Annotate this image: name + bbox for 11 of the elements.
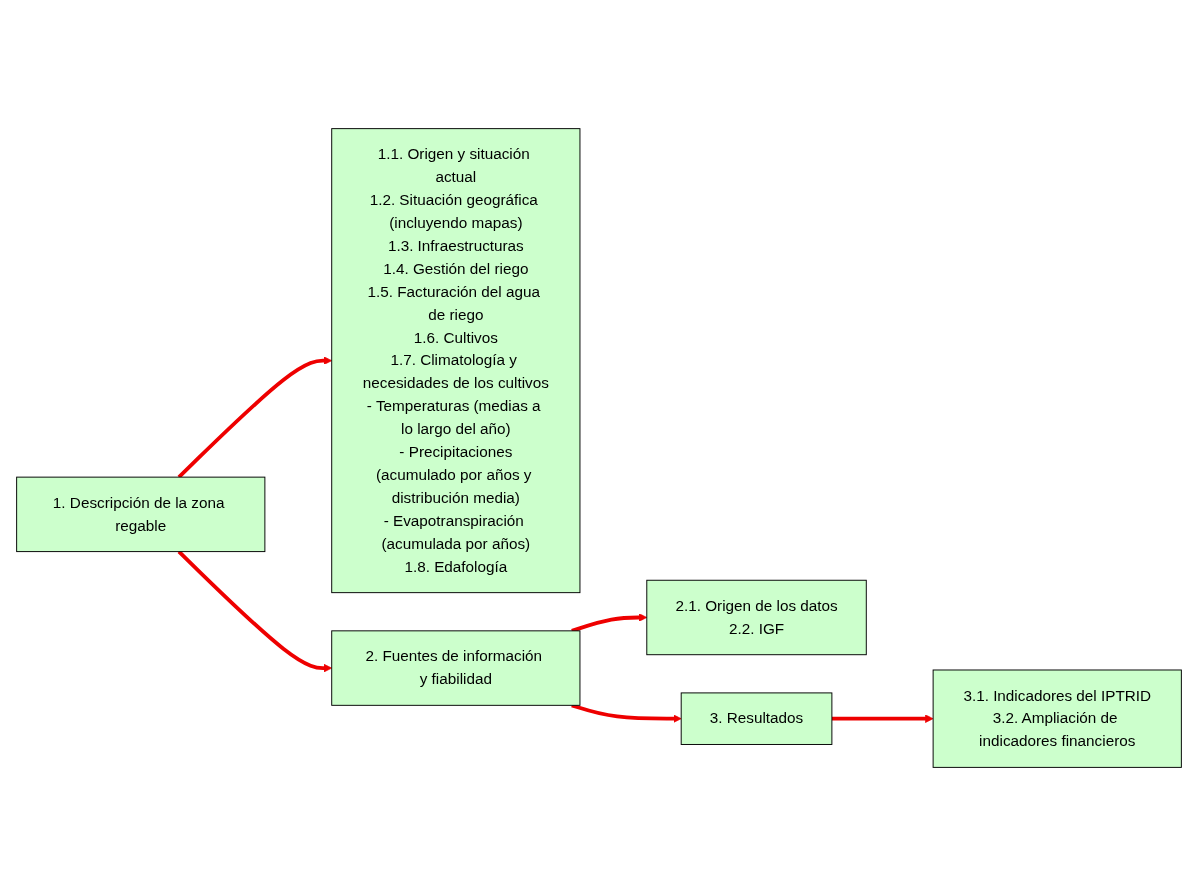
arrow [177,550,332,673]
arrow [570,703,682,723]
node-box: 3. Resultados [680,692,832,745]
arrow [177,356,332,479]
arrow [570,613,647,633]
node-box: 1.1. Origen y situación actual 1.2. Situación geográfica (incluyendo mapas) 1.3. Infraestructuras 1.4. Gestión del riego 1.5. Facturación del agua de riego 1.6. Cultivos 1.7. Climatología y necesidades de los cultivos - Temperaturas (medias a lo largo del año) - Precipitaciones (acumulado por años y distribución media) - Evapotranspiración (acumulada por años) 1.8. Edafología [330,128,580,594]
node-box: 1. Descripción de la zona regable [15,476,265,553]
node-box: 2. Fuentes de información y fiabilidad [330,630,580,706]
node-box: 3.1. Indicadores del IPTRID 3.2. Ampliación de indicadores financieros [932,669,1182,768]
arrow [831,714,933,723]
node-box: 2.1. Origen de los datos 2.2. IGF [645,579,867,656]
